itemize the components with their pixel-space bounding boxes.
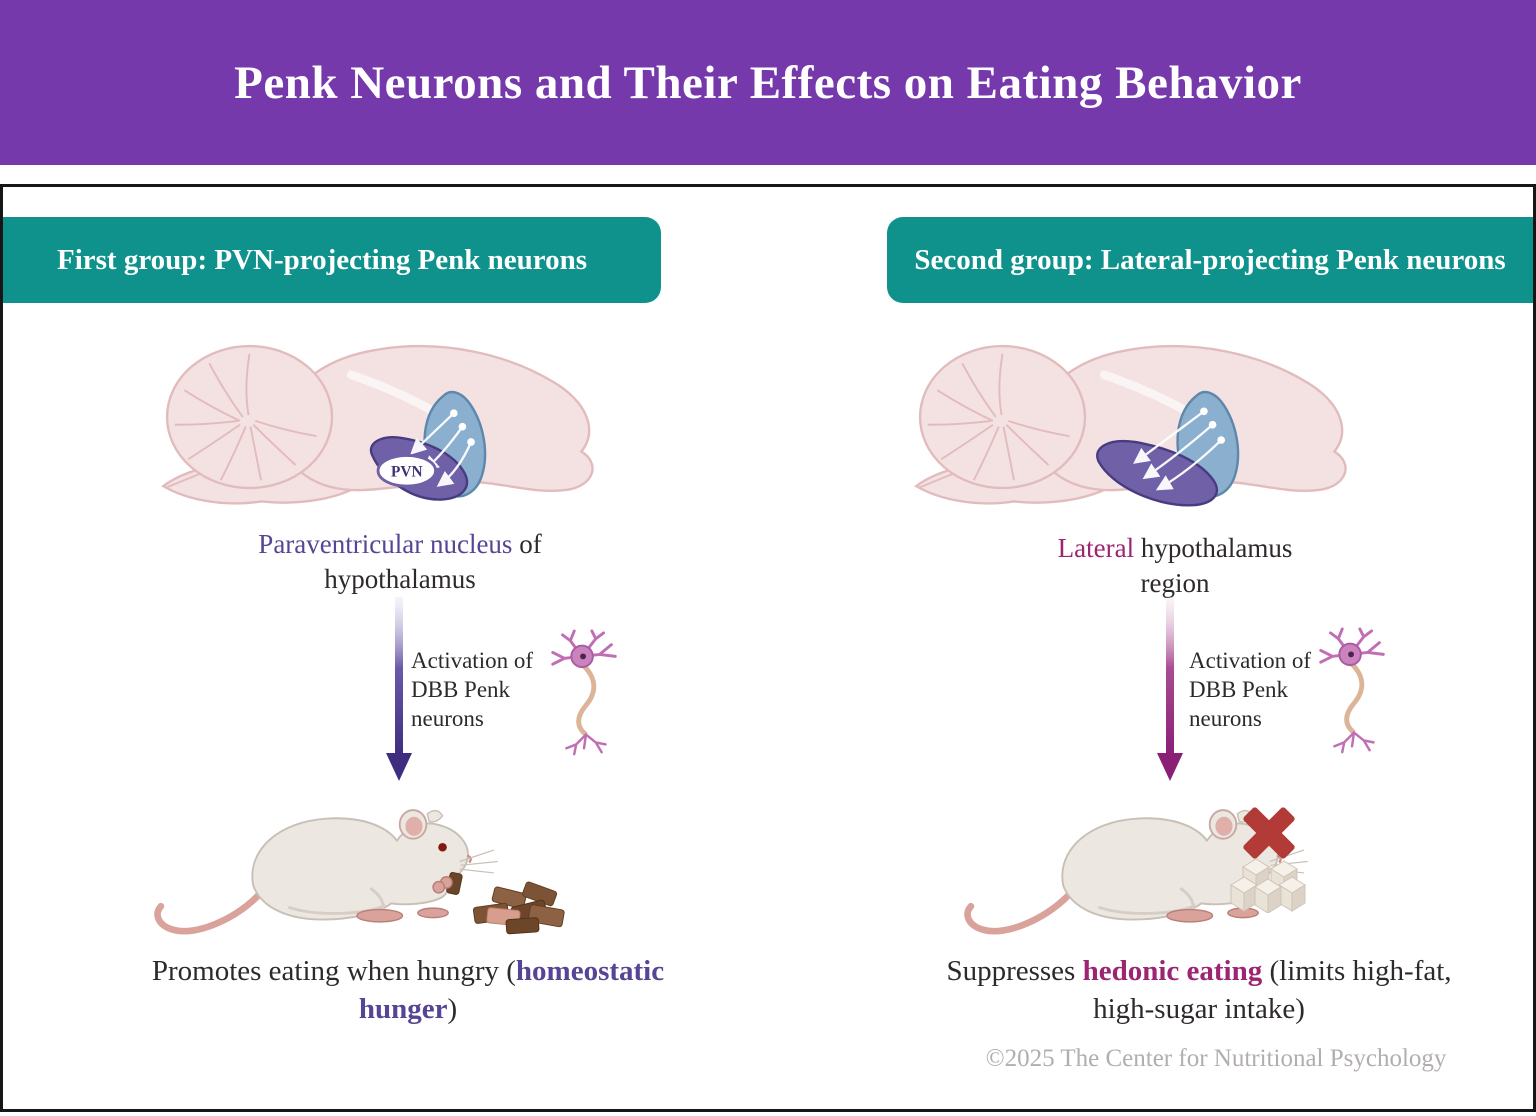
region-label-lateral: Lateral hypothalamus region [1043,531,1307,600]
neuron-icon [1319,627,1385,754]
outcome1-suffix: ) [447,992,458,1025]
outcome-caption-hedonic: Suppresses hedonic eating (limits high-f… [903,953,1495,1028]
mouse-tail [964,892,1072,935]
outcome-caption-homeostatic: Promotes eating when hungry (homeostatic… [118,953,698,1028]
outcome2-suffix: (limits high-fat, high-sugar intake) [1093,955,1452,1025]
region-label-pvn: Paraventricular nucleus of hypothalamus [238,527,562,596]
activation-label-pvn: Activation of DBB Penk neurons [411,648,533,731]
mouse-tail [154,892,262,935]
pvn-label: PVN [391,464,423,481]
outcome1-prefix: Promotes eating when hungry ( [151,955,516,987]
content-panel: First group: PVN-projecting Penk neurons… [0,184,1536,1112]
projection-origins [1200,407,1226,444]
group2-banner: Second group: Lateral-projecting Penk ne… [887,217,1533,303]
copyright-notice: ©2025 The Center for Nutritional Psychol… [985,1045,1447,1072]
mouse-illustration-eating [154,809,565,935]
food-pellets [472,881,565,935]
region-label-lateral-highlight: Lateral [1057,533,1135,563]
projection-arrows [1133,410,1222,491]
outcome1-highlight: homeostatic hunger [358,955,665,1025]
brain-illustration-lateral [914,344,1347,507]
outcome2-highlight: hedonic eating [1082,955,1263,987]
region-label-pvn-rest: of hypothalamus [324,529,542,594]
group2-banner-label: Second group: Lateral-projecting Penk ne… [914,243,1506,276]
group1-banner: First group: PVN-projecting Penk neurons [3,217,661,303]
page-title: Penk Neurons and Their Effects on Eating… [234,56,1302,109]
activation-arrow-pvn [386,597,412,781]
mouse-illustration-suppressed [964,809,1308,935]
projection-origins [449,409,475,446]
group1-banner-label: First group: PVN-projecting Penk neurons [57,243,588,276]
activation-label-lateral: Activation of DBB Penk neurons [1189,648,1311,731]
neuron-icon [551,629,617,756]
pvn-oval: PVN [376,453,438,488]
sugar-cubes [1230,859,1306,913]
brain-illustration-pvn: PVN [161,344,594,505]
mouse-eye [438,842,447,852]
title-banner: Penk Neurons and Their Effects on Eating… [0,0,1536,165]
mouse-body [251,817,469,921]
mouse-whiskers [459,849,498,874]
activation-arrow-lateral [1157,597,1183,781]
region-label-pvn-highlight: Paraventricular nucleus [258,529,513,559]
region-label-lateral-rest: hypothalamus region [1140,533,1293,598]
outcome2-prefix: Suppresses [946,955,1083,987]
mouse-hind-foot [1166,908,1214,923]
brain-silhouette [161,344,594,505]
x-mark-icon [1243,807,1295,859]
mouse-hind-foot [356,908,404,923]
